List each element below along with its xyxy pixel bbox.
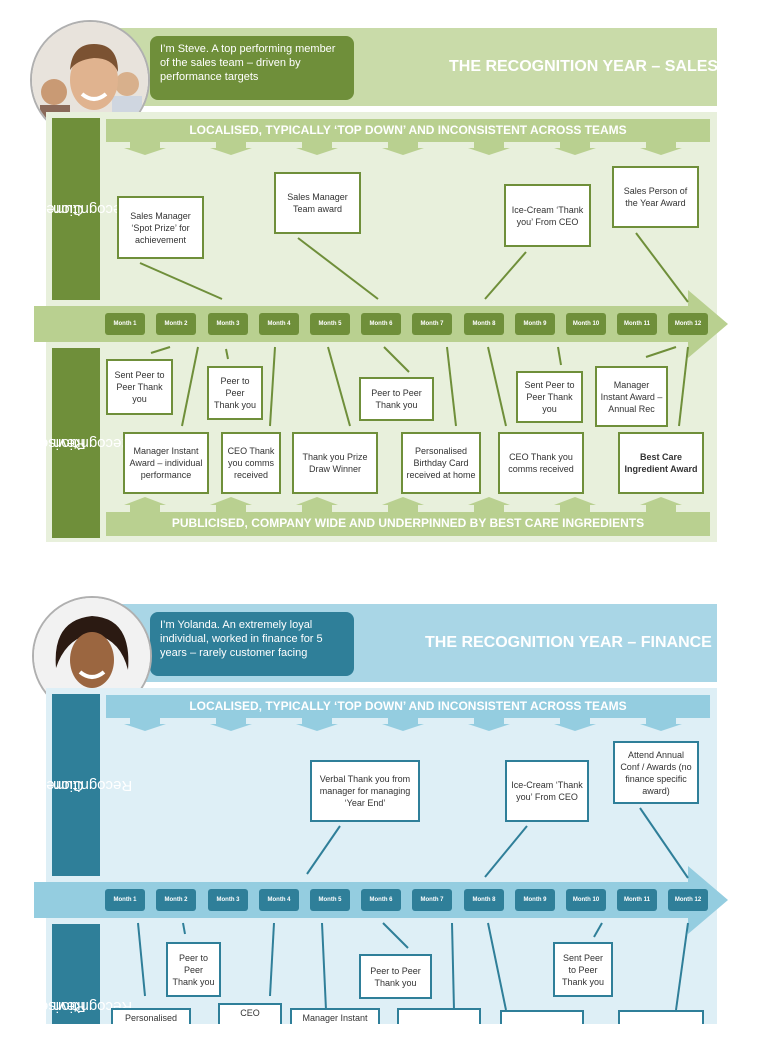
finance-month-8: Month 8 [464, 889, 504, 911]
finance-month-4: Month 4 [259, 889, 299, 911]
finance-month-1: Month 1 [105, 889, 145, 911]
sales-revised-box: Peer to Peer Thank you [207, 366, 263, 420]
sales-month-7: Month 7 [412, 313, 452, 335]
finance-timeline-graphics [34, 718, 728, 1011]
finance-month-9: Month 9 [515, 889, 555, 911]
sales-revised-box: Sent Peer to Peer Thank you [106, 359, 173, 415]
sales-speech-bubble: I’m Steve. A top performing member of th… [150, 36, 354, 100]
sales-month-8: Month 8 [464, 313, 504, 335]
sales-revised-box: Manager Instant Award – individual perfo… [123, 432, 209, 494]
sales-revised-box: Best Care Ingredient Award [618, 432, 704, 494]
finance-revised-box-empty [618, 1010, 704, 1024]
finance-month-7: Month 7 [412, 889, 452, 911]
finance-month-3: Month 3 [208, 889, 248, 911]
finance-month-10: Month 10 [566, 889, 606, 911]
sales-revised-box: Peer to Peer Thank you [359, 377, 434, 421]
sales-revised-box: Manager Instant Award – Annual Rec [595, 366, 668, 427]
sales-title: THE RECOGNITION YEAR – SALES [449, 58, 719, 75]
sales-month-3: Month 3 [208, 313, 248, 335]
finance-current-box: Attend Annual Conf / Awards (no finance … [613, 741, 699, 804]
sales-month-9: Month 9 [515, 313, 555, 335]
finance-speech-bubble: I’m Yolanda. An extremely loyal individu… [150, 612, 354, 676]
sales-revised-box: CEO Thank you comms received [498, 432, 584, 494]
sales-revised-box: Sent Peer to Peer Thank you [516, 371, 583, 423]
sales-month-6: Month 6 [361, 313, 401, 335]
sales-revised-box: CEO Thank you comms received [221, 432, 281, 494]
sales-revised-box: Thank you Prize Draw Winner [292, 432, 378, 494]
sales-revised-box: Personalised Birthday Card received at h… [401, 432, 481, 494]
finance-title: THE RECOGNITION YEAR – FINANCE [425, 634, 712, 651]
sales-current-box: Sales Manager ‘Spot Prize’ for achieveme… [117, 196, 204, 259]
finance-revised-box: Personalised [111, 1008, 191, 1024]
sales-month-5: Month 5 [310, 313, 350, 335]
finance-revised-box: CEO [218, 1003, 282, 1024]
sales-month-2: Month 2 [156, 313, 196, 335]
finance-month-2: Month 2 [156, 889, 196, 911]
sales-current-box: Ice-Cream ‘Thank you’ From CEO [504, 184, 591, 247]
finance-current-box: Verbal Thank you from manager for managi… [310, 760, 420, 822]
sales-month-11: Month 11 [617, 313, 657, 335]
finance-month-6: Month 6 [361, 889, 401, 911]
finance-revised-box: Manager Instant [290, 1008, 380, 1024]
finance-top-banner: LOCALISED, TYPICALLY ‘TOP DOWN’ AND INCO… [106, 695, 710, 718]
sales-month-10: Month 10 [566, 313, 606, 335]
sales-month-12: Month 12 [668, 313, 708, 335]
finance-current-box: Ice-Cream ‘Thank you’ From CEO [505, 760, 589, 822]
sales-month-1: Month 1 [105, 313, 145, 335]
finance-revised-box: Peer to Peer Thank you [359, 954, 432, 999]
finance-month-5: Month 5 [310, 889, 350, 911]
sales-top-banner: LOCALISED, TYPICALLY ‘TOP DOWN’ AND INCO… [106, 119, 710, 142]
finance-revised-box: Peer to Peer Thank you [166, 942, 221, 997]
finance-month-11: Month 11 [617, 889, 657, 911]
finance-revised-box-empty [397, 1008, 481, 1024]
finance-month-12: Month 12 [668, 889, 708, 911]
finance-revised-box: Sent Peer to Peer Thank you [553, 942, 613, 997]
sales-month-4: Month 4 [259, 313, 299, 335]
finance-revised-box-empty [500, 1010, 584, 1024]
sales-current-box: Sales Person of the Year Award [612, 166, 699, 228]
sales-current-box: Sales Manager Team award [274, 172, 361, 234]
sales-bottom-banner: PUBLICISED, COMPANY WIDE AND UNDERPINNED… [106, 512, 710, 536]
